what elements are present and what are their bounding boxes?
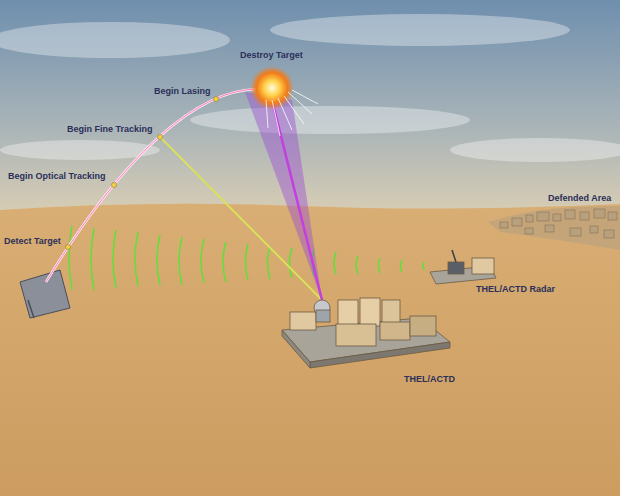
thel-site	[282, 298, 450, 368]
radar-unit	[430, 250, 496, 284]
laser-fan	[245, 92, 322, 300]
callout-label: THEL/ACTD	[404, 374, 455, 385]
radar-waves	[69, 226, 424, 290]
callout-label: Begin Fine Tracking	[67, 124, 153, 135]
launcher	[20, 270, 70, 318]
defended-town	[488, 206, 620, 250]
target-trajectory	[46, 89, 270, 282]
callout-label: Detect Target	[4, 236, 61, 247]
explosion	[250, 66, 318, 136]
callout-label: THEL/ACTD Radar	[476, 284, 555, 295]
clouds	[0, 14, 620, 162]
laser-beam	[270, 92, 322, 300]
callout-label: Destroy Target	[240, 50, 303, 61]
callout-label: Begin Lasing	[154, 86, 211, 97]
callout-label: Defended Area	[548, 193, 611, 204]
callout-label: Begin Optical Tracking	[8, 171, 106, 182]
target-trajectory-core	[46, 89, 270, 282]
